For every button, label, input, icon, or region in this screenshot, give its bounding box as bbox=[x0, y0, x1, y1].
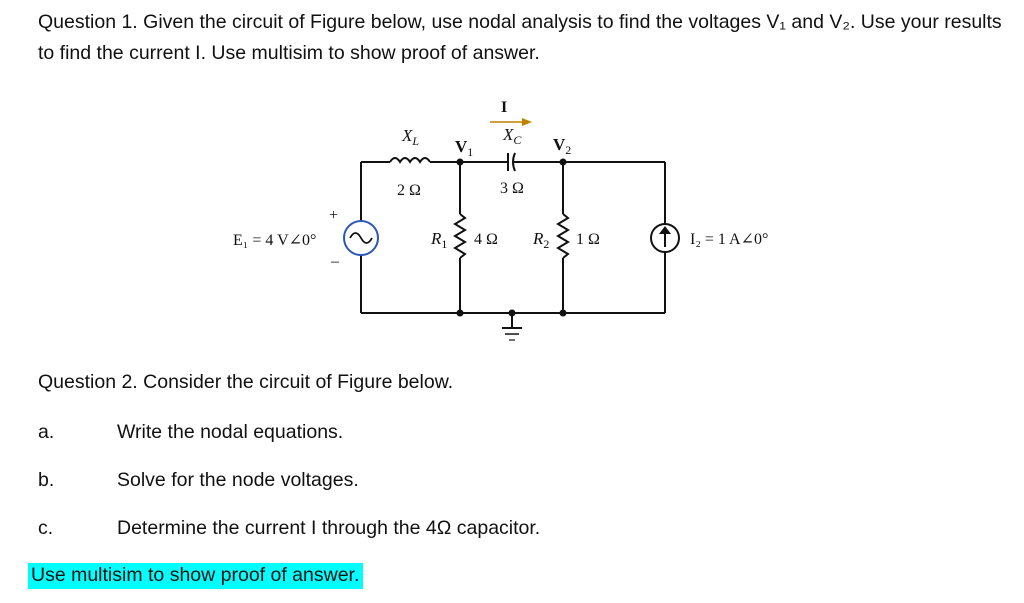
item-c-text: Determine the current I through the 4Ω c… bbox=[117, 517, 541, 539]
xc-label: XC bbox=[502, 125, 522, 147]
item-c-label: c. bbox=[38, 517, 54, 539]
item-a-text: Write the nodal equations. bbox=[117, 421, 344, 443]
v2-label: V2 bbox=[553, 135, 571, 157]
e1-label: E₁ = 4 V∠0° bbox=[233, 232, 316, 249]
question-1-text: Question 1. Given the circuit of Figure … bbox=[38, 11, 1002, 64]
xl-value: 2 Ω bbox=[397, 182, 421, 199]
current-label: I bbox=[501, 99, 507, 116]
resistor-r1 bbox=[453, 213, 467, 259]
e1-minus: – bbox=[330, 253, 340, 270]
r2-label: R2 bbox=[532, 229, 549, 251]
xc-value: 3 Ω bbox=[500, 180, 524, 197]
item-b-text: Solve for the node voltages. bbox=[117, 469, 359, 491]
resistor-r2 bbox=[556, 213, 570, 259]
question-2-title: Question 2. Consider the circuit of Figu… bbox=[38, 371, 454, 393]
r1-label: R1 bbox=[430, 229, 447, 251]
current-arrow-icon bbox=[522, 118, 532, 126]
highlighted-note: Use multisim to show proof of answer. bbox=[28, 563, 364, 589]
item-a-label: a. bbox=[38, 421, 55, 443]
current-source-icon bbox=[650, 223, 680, 253]
r2-value: 1 Ω bbox=[576, 231, 600, 248]
item-b-label: b. bbox=[38, 469, 55, 491]
xl-label: XL bbox=[401, 126, 419, 148]
r1-value: 4 Ω bbox=[474, 231, 498, 248]
e1-plus: + bbox=[329, 207, 338, 224]
v1-label: V1 bbox=[455, 137, 473, 159]
ac-voltage-source-icon bbox=[343, 220, 379, 256]
junction-dots bbox=[456, 158, 567, 317]
i2-label: I₂ = 1 A∠0° bbox=[690, 231, 768, 248]
inductor-xl bbox=[389, 157, 431, 164]
